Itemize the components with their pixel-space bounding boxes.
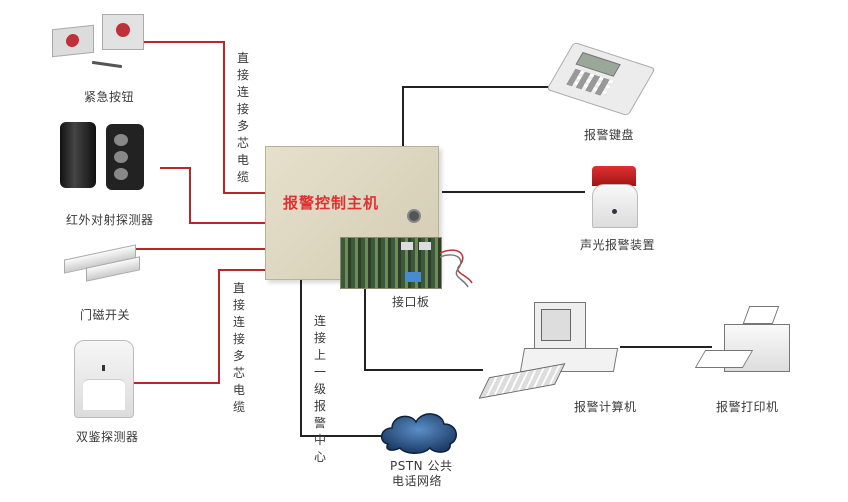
printer-device — [694, 306, 792, 376]
infrared-beam-label: 红外对射探测器 — [66, 213, 154, 227]
computer-device — [519, 300, 620, 376]
wire-panic-button — [143, 41, 266, 194]
siren-label: 声光报警装置 — [580, 238, 656, 252]
panic-button-device-2 — [102, 14, 144, 50]
interface-board-label: 接口板 — [392, 295, 430, 309]
infrared-beam-device — [60, 122, 96, 188]
wire-computer — [364, 286, 483, 371]
dual-tech-detector-device — [74, 340, 134, 418]
lock-icon — [407, 209, 421, 223]
dual-tech-detector-label: 双鉴探测器 — [76, 430, 139, 444]
board-wires-icon — [439, 249, 473, 288]
interface-board — [340, 237, 442, 289]
cable-annotation-bottom: 直接连接多芯电缆 — [232, 281, 245, 414]
panic-button-label: 紧急按钮 — [84, 90, 135, 104]
infrared-beam-device-2 — [106, 124, 144, 190]
wire-infrared-beam — [160, 167, 266, 224]
pstn-label-line2: 电话网络 — [392, 474, 443, 488]
siren-device — [592, 166, 638, 228]
wire-pstn — [300, 277, 383, 437]
wire-keypad — [402, 86, 555, 147]
controller-label: 报警控制主机 — [283, 194, 380, 212]
panic-button-device — [52, 24, 94, 58]
wire-dual-tech-detector — [130, 269, 266, 384]
keypad-label: 报警键盘 — [584, 128, 635, 142]
cable-annotation-top: 直接连接多芯电缆 — [236, 51, 249, 184]
door-contact-label: 门磁开关 — [80, 308, 131, 322]
cloud-icon — [380, 413, 457, 454]
pstn-label-line1: PSTN 公共 — [390, 459, 453, 473]
printer-label: 报警打印机 — [716, 400, 779, 414]
upstream-annotation: 连接上一级报警中心 — [313, 314, 326, 464]
computer-label: 报警计算机 — [574, 400, 637, 414]
